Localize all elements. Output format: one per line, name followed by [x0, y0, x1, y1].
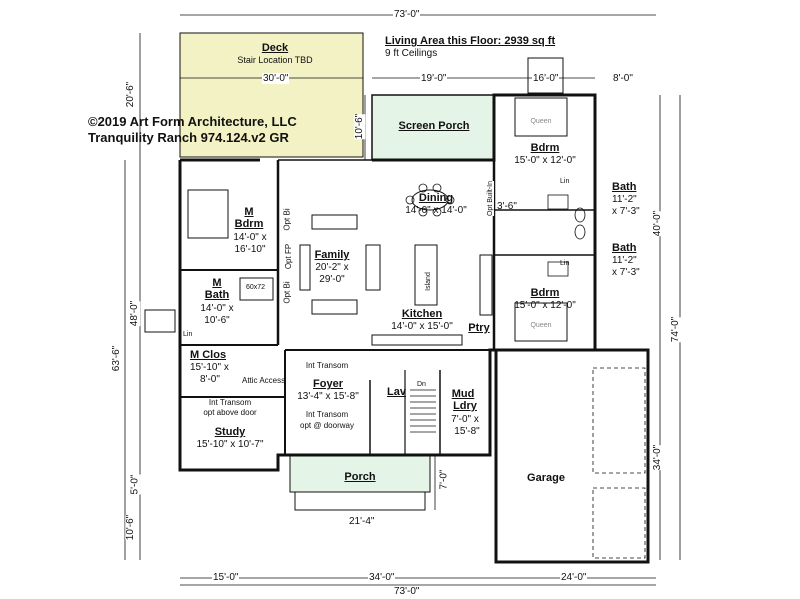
porch-depth-dim: 7'-0" [438, 469, 450, 490]
study-transom-2: opt above door [203, 408, 257, 417]
m-bdrm-dims-1: 14'-0" x [233, 232, 267, 243]
kitchen-title: Kitchen [401, 308, 443, 320]
linen-label-bottom: Lin [560, 260, 570, 267]
family-dims-2: 29'-0" [319, 274, 345, 285]
family-dims-1: 20'-2" x [315, 262, 349, 273]
opt-bi-label-2: Opt Bi [282, 281, 292, 304]
screen-porch-area [371, 94, 495, 161]
mud-title: Mud [451, 388, 475, 400]
kitchen-dims: 14'-0" x 15'-0" [391, 321, 453, 332]
dim-left-63-6: 63'-6" [111, 345, 123, 372]
bdrm-top-dims: 15'-0" x 12'-0" [514, 155, 576, 166]
lav-title: Lav [387, 386, 406, 398]
foyer-transom-bottom-1: Int Transom [305, 410, 349, 419]
copyright-line-2: Tranquility Ranch 974.124.v2 GR [88, 130, 289, 145]
screen-porch-title: Screen Porch [398, 120, 470, 132]
bdrm-top-bed: Queen [530, 118, 552, 125]
porch-width-dim: 21'-4" [348, 516, 376, 527]
garage-title: Garage [527, 472, 565, 484]
dim-bottom-24: 24'-0" [560, 572, 588, 583]
ceilings-label: 9 ft Ceilings [385, 48, 438, 59]
deck-area [179, 32, 364, 158]
study-transom-1: Int Transom [208, 398, 252, 407]
m-bath-dims-2: 10'-6" [204, 315, 230, 326]
island-label: Island [424, 272, 432, 291]
deck-title: Deck [261, 42, 289, 54]
study-dims: 15'-10" x 10'-7" [196, 439, 264, 450]
m-clos-dims-1: 15'-10" x [190, 362, 229, 373]
porch-title: Porch [344, 471, 376, 483]
foyer-transom-top: Int Transom [305, 361, 349, 370]
opt-bi-label-1: Opt Bi [282, 208, 292, 231]
dim-bottom-15: 15'-0" [212, 572, 240, 583]
m-clos-dims-2: 8'-0" [200, 374, 220, 385]
ldry-title: Ldry [453, 400, 477, 412]
m-bath-title-1: M [212, 277, 222, 289]
foyer-transom-bottom-2: opt @ doorway [300, 421, 354, 430]
bath-top-dims-1: 11'-2" [612, 194, 637, 205]
opt-fp-label: Opt FP [284, 243, 294, 270]
dim-right-34: 34'-0" [652, 444, 664, 471]
foyer-title: Foyer [313, 378, 343, 390]
dim-left-5: 5'-0" [129, 474, 141, 495]
m-bdrm-title-1: M [244, 206, 254, 218]
study-title: Study [214, 426, 246, 438]
bdrm-bottom-title: Bdrm [530, 287, 560, 299]
dim-top-8: 8'-0" [612, 73, 634, 84]
dim-screen-10-6: 10'-6" [354, 113, 366, 140]
dining-title: Dining [418, 192, 454, 204]
dim-right-74: 74'-0" [670, 316, 682, 343]
dining-dims: 14'-0" x 14'-0" [405, 205, 467, 216]
bdrm-bottom-bed: Queen [530, 322, 552, 329]
attic-access-label: Attic Access [242, 376, 286, 385]
dim-left-48: 48'-0" [129, 300, 141, 327]
bdrm-top-title: Bdrm [530, 142, 560, 154]
m-clos-title: M Clos [190, 349, 227, 361]
mud-ldry-dims-1: 7'-0" x [451, 414, 479, 425]
bath-top-title: Bath [612, 181, 637, 193]
family-title: Family [314, 249, 350, 261]
m-bath-title-2: Bath [204, 289, 230, 301]
copyright-line-1: ©2019 Art Form Architecture, LLC [88, 114, 297, 129]
opt-built-in-label: Opt Built-In [487, 180, 495, 217]
bath-top-dims-2: x 7'-3" [612, 206, 640, 217]
dim-top-16: 16'-0" [532, 73, 560, 84]
mud-ldry-dims-2: 15'-8" [454, 426, 480, 437]
dim-left-20-6: 20'-6" [125, 81, 137, 108]
linen-label-mbath: Lin [183, 331, 193, 338]
dim-bed-3-6: 3'-6" [497, 201, 517, 212]
garage-walls [494, 348, 650, 564]
pantry-title: Ptry [468, 322, 490, 334]
dim-right-40: 40'-0" [652, 210, 664, 237]
bath-bottom-dims-1: 11'-2" [612, 255, 637, 266]
dim-top-total: 73'-0" [393, 9, 421, 20]
bath-bottom-title: Bath [612, 242, 637, 254]
deck-note: Stair Location TBD [237, 55, 313, 65]
foyer-dims: 13'-4" x 15'-8" [297, 391, 359, 402]
shower-label: 60x72 [246, 284, 266, 291]
bdrm-bottom-dims: 15'-0" x 12'-0" [514, 300, 576, 311]
deck-width-dim: 30'-0" [262, 73, 290, 84]
m-bdrm-dims-2: 16'-10" [234, 244, 266, 255]
bath-bottom-dims-2: x 7'-3" [612, 267, 640, 278]
dim-bottom-total: 73'-0" [393, 586, 421, 597]
m-bdrm-title-2: Bdrm [234, 218, 264, 230]
dim-bottom-34: 34'-0" [368, 572, 396, 583]
dim-top-19: 19'-0" [420, 73, 448, 84]
linen-label-top: Lin [560, 178, 570, 185]
m-bath-dims-1: 14'-0" x [200, 303, 234, 314]
stairs-dn-label: Dn [417, 381, 426, 388]
dim-left-10-6: 10'-6" [125, 514, 137, 541]
living-area-label: Living Area this Floor: 2939 sq ft [385, 35, 556, 47]
